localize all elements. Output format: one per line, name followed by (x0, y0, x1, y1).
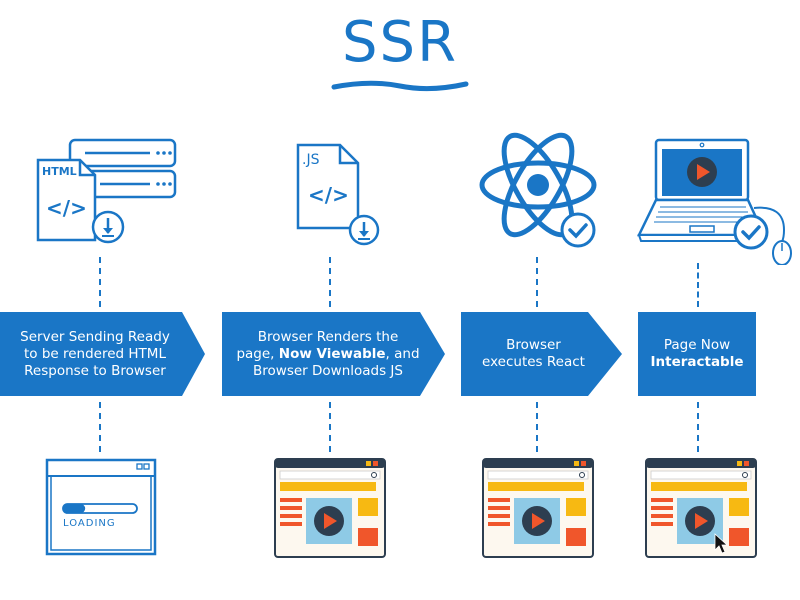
step-4-label: Page Now Interactable (638, 312, 756, 396)
step-2-label: Browser Renders the page, Now Viewable, … (222, 312, 434, 396)
js-file-download-icon: .JS </> (296, 143, 380, 246)
step-3-arrow-shape (461, 312, 622, 396)
connector-1-top (99, 257, 101, 307)
title-underline (331, 80, 469, 92)
rendered-webpage-icon (482, 458, 594, 558)
interactive-webpage-cursor-icon (645, 458, 757, 558)
step-2-highlight: Now Viewable (278, 345, 386, 362)
connector-3-bottom (536, 402, 538, 452)
step-1-line-2: to be rendered HTML (23, 345, 166, 362)
step-3-line-1: Browser (506, 337, 561, 353)
connector-1-bottom (99, 402, 101, 452)
laptop-play-check-icon (637, 138, 792, 265)
step-2-line-2-pre: page, (236, 345, 279, 362)
step-3-label: Browser executes React (461, 312, 606, 396)
svg-text:</>: </> (308, 183, 349, 207)
rendered-webpage-icon (274, 458, 386, 558)
loading-progress-fill (63, 504, 86, 513)
step-1-line-1: Server Sending Ready (20, 328, 170, 345)
connector-4-top (697, 263, 699, 307)
step-4-line-1: Page Now (663, 337, 731, 353)
step-2-line-2-post: , and (385, 345, 420, 362)
react-atom-check-icon (479, 132, 597, 248)
step-4-highlight: Interactable (650, 354, 744, 370)
step-1-label: Server Sending Ready to be rendered HTML… (0, 312, 190, 396)
step-2-arrow-shape (222, 312, 445, 396)
connector-2-bottom (329, 402, 331, 452)
step-2-line-2: page, Now Viewable, and (236, 346, 419, 363)
svg-text:.JS: .JS (302, 152, 320, 168)
svg-text:HTML: HTML (42, 165, 77, 178)
step-2-line-3: Browser Downloads JS (253, 362, 403, 379)
connector-4-bottom (697, 402, 699, 452)
loading-browser-icon: LOADING (45, 458, 157, 556)
diagram-title: SSR (341, 10, 458, 75)
html-file-server-icon: HTML </> (36, 138, 177, 244)
connector-2-top (329, 257, 331, 307)
step-1-arrow-shape (0, 312, 205, 396)
step-2-line-1: Browser Renders the (257, 328, 399, 345)
step-1-line-3: Response to Browser (24, 362, 166, 379)
step-3-line-2: executes React (482, 354, 585, 370)
connector-3-top (536, 257, 538, 307)
svg-text:</>: </> (46, 196, 87, 220)
mouse-cursor-icon (714, 533, 729, 554)
loading-label: LOADING (63, 518, 116, 529)
step-4-box-shape (638, 312, 756, 396)
